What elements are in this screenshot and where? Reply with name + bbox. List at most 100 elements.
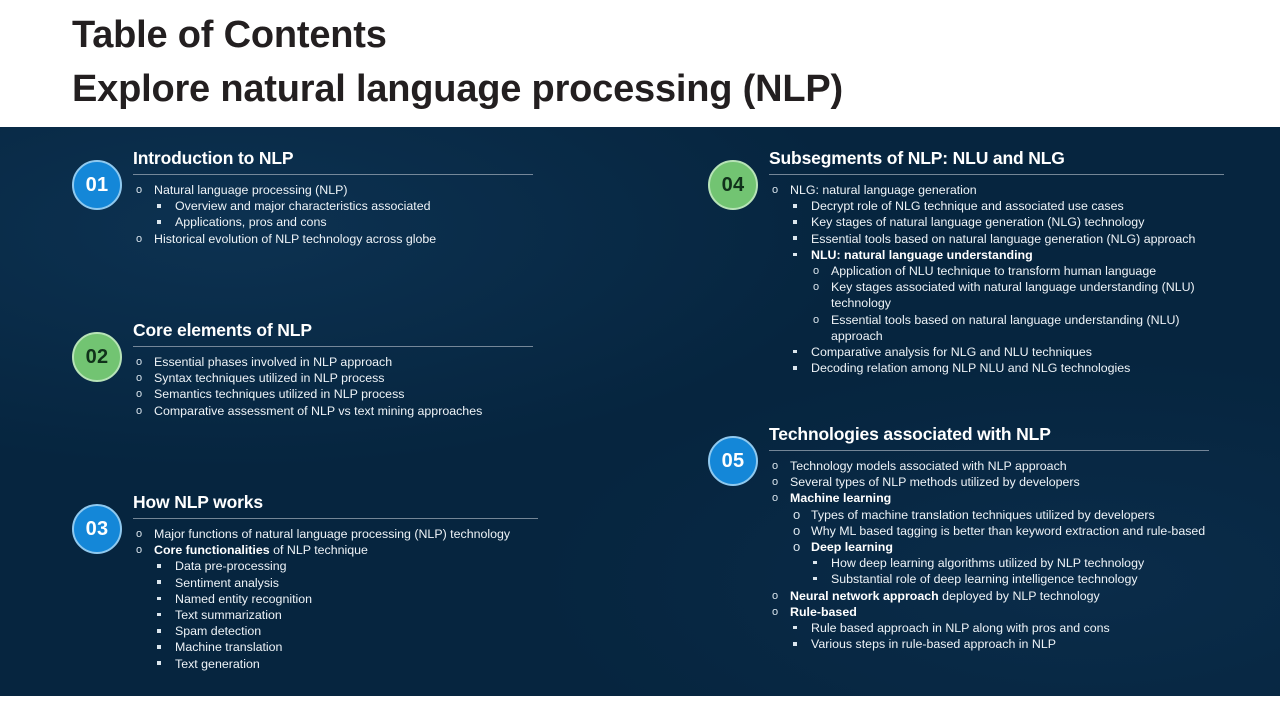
circle-bullet-icon bbox=[136, 231, 150, 247]
circle-bullet-icon bbox=[772, 458, 786, 474]
list-item-label: Machine learning bbox=[790, 491, 892, 506]
section-divider-03 bbox=[133, 518, 538, 519]
list-item: Various steps in rule-based approach in … bbox=[769, 636, 1209, 652]
circle-bullet-icon bbox=[793, 539, 807, 555]
section-list-02: Essential phases involved in NLP approac… bbox=[133, 354, 533, 419]
section-badge-03: 03 bbox=[72, 504, 122, 554]
circle-bullet-icon bbox=[136, 403, 150, 419]
section-title-04: Subsegments of NLP: NLU and NLG bbox=[769, 148, 1065, 168]
square-bullet-icon bbox=[793, 198, 807, 214]
list-item-label: Named entity recognition bbox=[175, 591, 313, 606]
square-bullet-icon bbox=[813, 571, 827, 587]
square-bullet-icon bbox=[157, 575, 171, 591]
section-list-01: Natural language processing (NLP)Overvie… bbox=[133, 182, 533, 247]
list-item-label: Text summarization bbox=[175, 608, 282, 623]
list-item: Historical evolution of NLP technology a… bbox=[133, 231, 533, 247]
list-item: Types of machine translation techniques … bbox=[769, 507, 1209, 523]
section-divider-02 bbox=[133, 346, 533, 347]
section-list-04: NLG: natural language generationDecrypt … bbox=[769, 182, 1224, 376]
list-item: Rule based approach in NLP along with pr… bbox=[769, 620, 1209, 636]
circle-bullet-icon bbox=[136, 386, 150, 402]
circle-bullet-icon bbox=[813, 263, 827, 279]
list-item-label: Data pre-processing bbox=[175, 559, 287, 574]
list-item: Major functions of natural language proc… bbox=[133, 526, 538, 542]
list-item: NLU: natural language understanding bbox=[769, 247, 1224, 263]
circle-bullet-icon bbox=[793, 523, 807, 539]
square-bullet-icon bbox=[793, 636, 807, 652]
section-title-02: Core elements of NLP bbox=[133, 320, 312, 340]
list-item: Sentiment analysis bbox=[133, 575, 538, 591]
list-item-label: How deep learning algorithms utilized by… bbox=[831, 556, 1145, 571]
circle-bullet-icon bbox=[772, 490, 786, 506]
list-item-label: Semantics techniques utilized in NLP pro… bbox=[154, 387, 405, 402]
square-bullet-icon bbox=[157, 607, 171, 623]
list-item-label: Decrypt role of NLG technique and associ… bbox=[811, 199, 1124, 214]
section-badge-04: 04 bbox=[708, 160, 758, 210]
list-item: Comparative assessment of NLP vs text mi… bbox=[133, 403, 533, 419]
page-title-primary: Table of Contents bbox=[72, 14, 387, 56]
list-item: Application of NLU technique to transfor… bbox=[769, 263, 1224, 279]
square-bullet-icon bbox=[813, 555, 827, 571]
list-item: Key stages associated with natural langu… bbox=[769, 279, 1224, 311]
list-item-label: Types of machine translation techniques … bbox=[811, 507, 1155, 522]
list-item: Essential phases involved in NLP approac… bbox=[133, 354, 533, 370]
list-item-label: Text generation bbox=[175, 656, 260, 671]
circle-bullet-icon bbox=[813, 279, 827, 295]
list-item: Core functionalities of NLP technique bbox=[133, 542, 538, 558]
list-item-label: Overview and major characteristics assoc… bbox=[175, 199, 431, 214]
list-item-label: Essential phases involved in NLP approac… bbox=[154, 355, 393, 369]
section-divider-01 bbox=[133, 174, 533, 175]
square-bullet-icon bbox=[793, 344, 807, 360]
list-item: How deep learning algorithms utilized by… bbox=[769, 555, 1209, 571]
section-title-05: Technologies associated with NLP bbox=[769, 424, 1051, 444]
list-item-label: NLG: natural language generation bbox=[790, 183, 977, 197]
list-item-label: Essential tools based on natural languag… bbox=[831, 312, 1180, 343]
list-item: Key stages of natural language generatio… bbox=[769, 214, 1224, 230]
section-title-01: Introduction to NLP bbox=[133, 148, 294, 168]
list-item-label: Technology models associated with NLP ap… bbox=[790, 459, 1067, 473]
circle-bullet-icon bbox=[136, 370, 150, 386]
section-list-05: Technology models associated with NLP ap… bbox=[769, 458, 1209, 652]
list-item-label: Rule based approach in NLP along with pr… bbox=[811, 621, 1110, 636]
square-bullet-icon bbox=[793, 360, 807, 376]
list-item-label: Key stages of natural language generatio… bbox=[811, 215, 1145, 230]
section-body-02: Core elements of NLP Essential phases inv… bbox=[133, 319, 533, 419]
list-item: Rule-based bbox=[769, 604, 1209, 620]
list-item-label: Neural network approach deployed by NLP … bbox=[790, 588, 1100, 603]
section-list-03: Major functions of natural language proc… bbox=[133, 526, 538, 672]
circle-bullet-icon bbox=[136, 526, 150, 542]
list-item-label: Comparative assessment of NLP vs text mi… bbox=[154, 403, 483, 418]
section-body-03: How NLP worksMajor functions of natural … bbox=[133, 491, 538, 672]
section-badge-02: 02 bbox=[72, 332, 122, 382]
list-item-label: Historical evolution of NLP technology a… bbox=[154, 231, 437, 246]
list-item-label: Deep learning bbox=[811, 540, 893, 555]
list-item-label: Major functions of natural language proc… bbox=[154, 527, 511, 541]
list-item: Comparative analysis for NLG and NLU tec… bbox=[769, 344, 1224, 360]
square-bullet-icon bbox=[793, 231, 807, 247]
list-item-label: Rule-based bbox=[790, 604, 857, 619]
square-bullet-icon bbox=[157, 591, 171, 607]
list-item-label: Spam detection bbox=[175, 624, 262, 639]
list-item: Essential tools based on natural languag… bbox=[769, 231, 1224, 247]
circle-bullet-icon bbox=[793, 507, 807, 523]
list-item-label: Applications, pros and cons bbox=[175, 215, 327, 230]
list-item-label: Sentiment analysis bbox=[175, 575, 279, 590]
circle-bullet-icon bbox=[772, 604, 786, 620]
list-item: Data pre-processing bbox=[133, 558, 538, 574]
list-item-label: Essential tools based on natural languag… bbox=[811, 231, 1196, 246]
list-item: Named entity recognition bbox=[133, 591, 538, 607]
square-bullet-icon bbox=[793, 620, 807, 636]
square-bullet-icon bbox=[157, 623, 171, 639]
list-item-label: Machine translation bbox=[175, 640, 283, 655]
list-item: Substantial role of deep learning intell… bbox=[769, 571, 1209, 587]
list-item-label: NLU: natural language understanding bbox=[811, 247, 1033, 262]
list-item: Spam detection bbox=[133, 623, 538, 639]
circle-bullet-icon bbox=[136, 354, 150, 370]
list-item: Technology models associated with NLP ap… bbox=[769, 458, 1209, 474]
section-divider-05 bbox=[769, 450, 1209, 451]
circle-bullet-icon bbox=[813, 312, 827, 328]
list-item: Why ML based tagging is better than keyw… bbox=[769, 523, 1209, 539]
list-item: Deep learning bbox=[769, 539, 1209, 555]
